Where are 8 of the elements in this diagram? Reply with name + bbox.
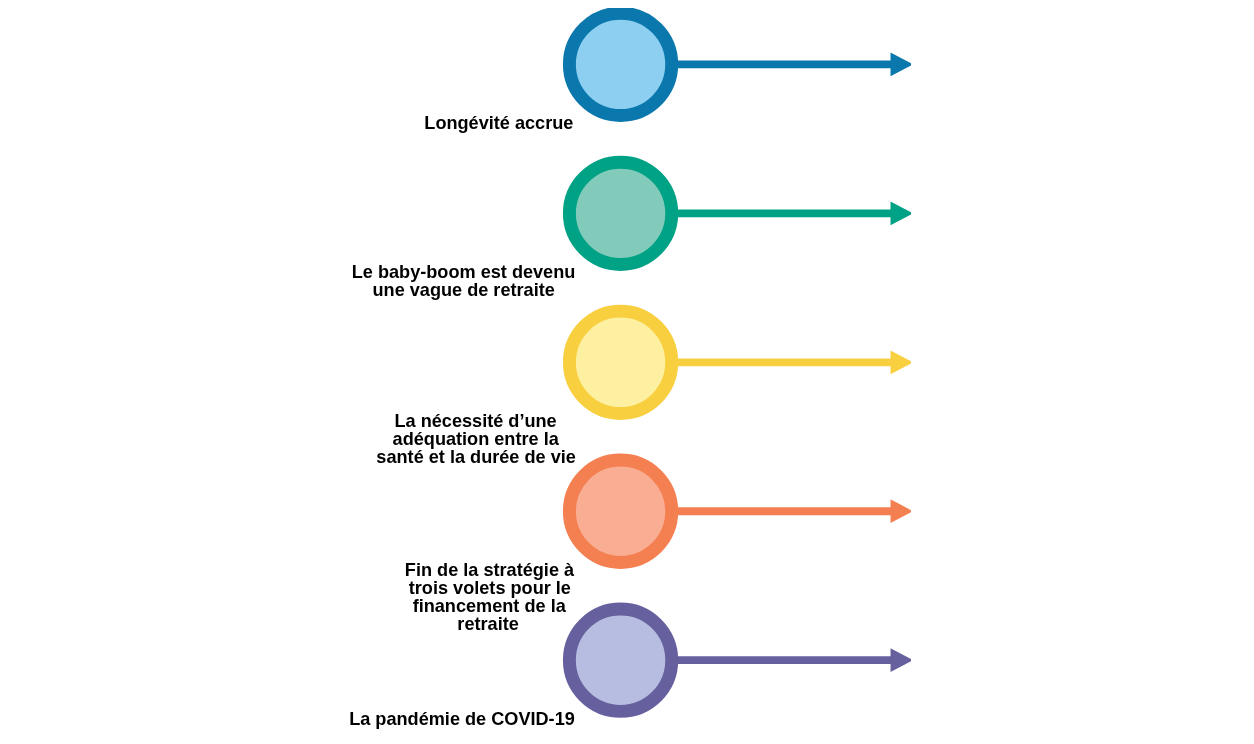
node-label: Fin de la stratégie à trois volets pour le financement de la retraite [404,559,574,635]
node-label: La pandémie de COVID-19 [348,708,575,729]
arrow [671,52,911,77]
node-label: Le baby-boom est devenu une vague de retraite [351,261,575,300]
node-label: Longévité accrue [423,112,573,133]
node-label: La nécessité d’une adéquation entre la santé et la durée de vie [375,410,576,467]
node-circle [562,304,678,420]
arrow [671,201,911,226]
